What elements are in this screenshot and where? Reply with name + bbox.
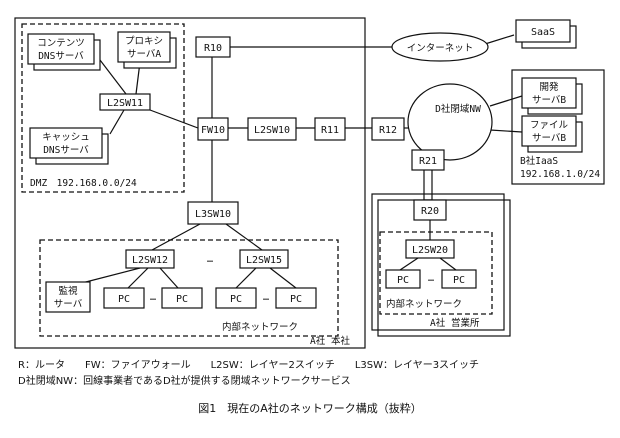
r10-box	[195, 36, 231, 58]
pc-label: PC	[397, 275, 409, 286]
hq-frame	[14, 17, 366, 349]
iaas-label: B社IaaS	[520, 155, 558, 167]
l2sw11-label: L2SW11	[107, 98, 143, 109]
branch-internal-label: 内部ネットワーク	[386, 298, 462, 310]
cache-dns-server: キャッシュ DNSサーバ	[29, 127, 109, 165]
file-server-b: ファイル サーバB	[521, 115, 583, 153]
internet-cloud	[391, 32, 489, 62]
svg-text:サーバA: サーバA	[127, 49, 161, 60]
closed-nw-label: D社閉域NW	[435, 103, 481, 115]
svg-text:開発: 開発	[539, 81, 559, 93]
links	[77, 34, 523, 289]
closed-nw-cloud	[407, 83, 493, 161]
r12-box	[371, 117, 405, 141]
l2sw15-box	[239, 249, 289, 269]
saas-server: SaaS	[515, 19, 577, 49]
fw10-label: FW10	[201, 125, 225, 136]
iaas-subnet: 192.168.1.0/24	[520, 169, 600, 180]
dmz-frame	[21, 23, 185, 193]
saas-label: SaaS	[531, 27, 555, 38]
r20-box	[413, 199, 447, 221]
pc-box	[103, 287, 145, 309]
switch-ellipsis: …	[207, 254, 213, 265]
pc-ellipsis: …	[263, 292, 269, 303]
pc-box	[275, 287, 317, 309]
svg-text:DNSサーバ: DNSサーバ	[43, 145, 89, 156]
l2sw12-box	[125, 249, 175, 269]
l3sw10-label: L3SW10	[195, 209, 231, 220]
l3sw10-box	[187, 201, 239, 225]
pc-label: PC	[118, 294, 130, 305]
pc-label: PC	[290, 294, 302, 305]
pc-label: PC	[230, 294, 242, 305]
iaas-frame	[511, 69, 605, 185]
r21-label: R21	[419, 156, 437, 167]
r11-label: R11	[321, 125, 339, 136]
r20-label: R20	[421, 206, 439, 217]
svg-text:プロキシ: プロキシ	[125, 36, 163, 47]
pc-ellipsis: …	[150, 292, 156, 303]
l2sw20-label: L2SW20	[412, 245, 448, 256]
l2sw10-label: L2SW10	[254, 125, 290, 136]
monitor-server-label-2: サーバ	[54, 299, 83, 310]
r11-box	[314, 117, 346, 141]
dev-server-b: 開発 サーバB	[521, 77, 583, 115]
dmz-label: DMZ 192.168.0.0/24	[30, 178, 137, 189]
contents-dns-server: コンテンツ DNSサーバ	[27, 33, 101, 71]
l2sw11-box	[99, 93, 151, 111]
l2sw15-label: L2SW15	[246, 255, 282, 266]
hq-label: A社 本社	[310, 335, 350, 347]
pc-label: PC	[176, 294, 188, 305]
svg-text:DNSサーバ: DNSサーバ	[38, 51, 84, 62]
pc-box	[215, 287, 257, 309]
hq-internal-label: 内部ネットワーク	[222, 321, 298, 333]
branch-label: A社 営業所	[430, 317, 480, 329]
pc-label: PC	[453, 275, 465, 286]
figure-caption: 図1 現在のA社のネットワーク構成（抜粋）	[198, 401, 422, 415]
l2sw20-box	[405, 239, 455, 259]
pc-ellipsis: …	[428, 273, 434, 284]
monitor-server-box	[45, 281, 91, 313]
svg-text:サーバB: サーバB	[532, 133, 566, 144]
svg-text:サーバB: サーバB	[532, 95, 566, 106]
l2sw12-label: L2SW12	[132, 255, 168, 266]
legend-line-1: R：ルータ FW：ファイアウォール L2SW：レイヤー2スイッチ L3SW：レイ…	[18, 359, 479, 371]
hq-internal-frame	[39, 239, 339, 337]
pc-box	[161, 287, 203, 309]
branch-frame	[371, 193, 505, 331]
proxy-server-a: プロキシ サーバA	[117, 31, 177, 69]
branch-internal-frame	[379, 231, 493, 315]
r21-box	[411, 149, 445, 171]
r10-label: R10	[204, 43, 222, 54]
pc-box	[441, 269, 477, 289]
internet-label: インターネット	[407, 43, 474, 54]
svg-text:ファイル: ファイル	[530, 120, 569, 131]
svg-text:キャッシュ: キャッシュ	[42, 132, 90, 143]
r12-label: R12	[379, 125, 397, 136]
monitor-server-label-1: 監視	[58, 285, 78, 297]
pc-box	[385, 269, 421, 289]
fw10-box	[197, 117, 229, 141]
svg-text:コンテンツ: コンテンツ	[37, 38, 85, 49]
l2sw10-box	[247, 117, 297, 141]
legend-line-2: D社閉域NW：回線事業者であるD社が提供する閉域ネットワークサービス	[18, 374, 351, 387]
